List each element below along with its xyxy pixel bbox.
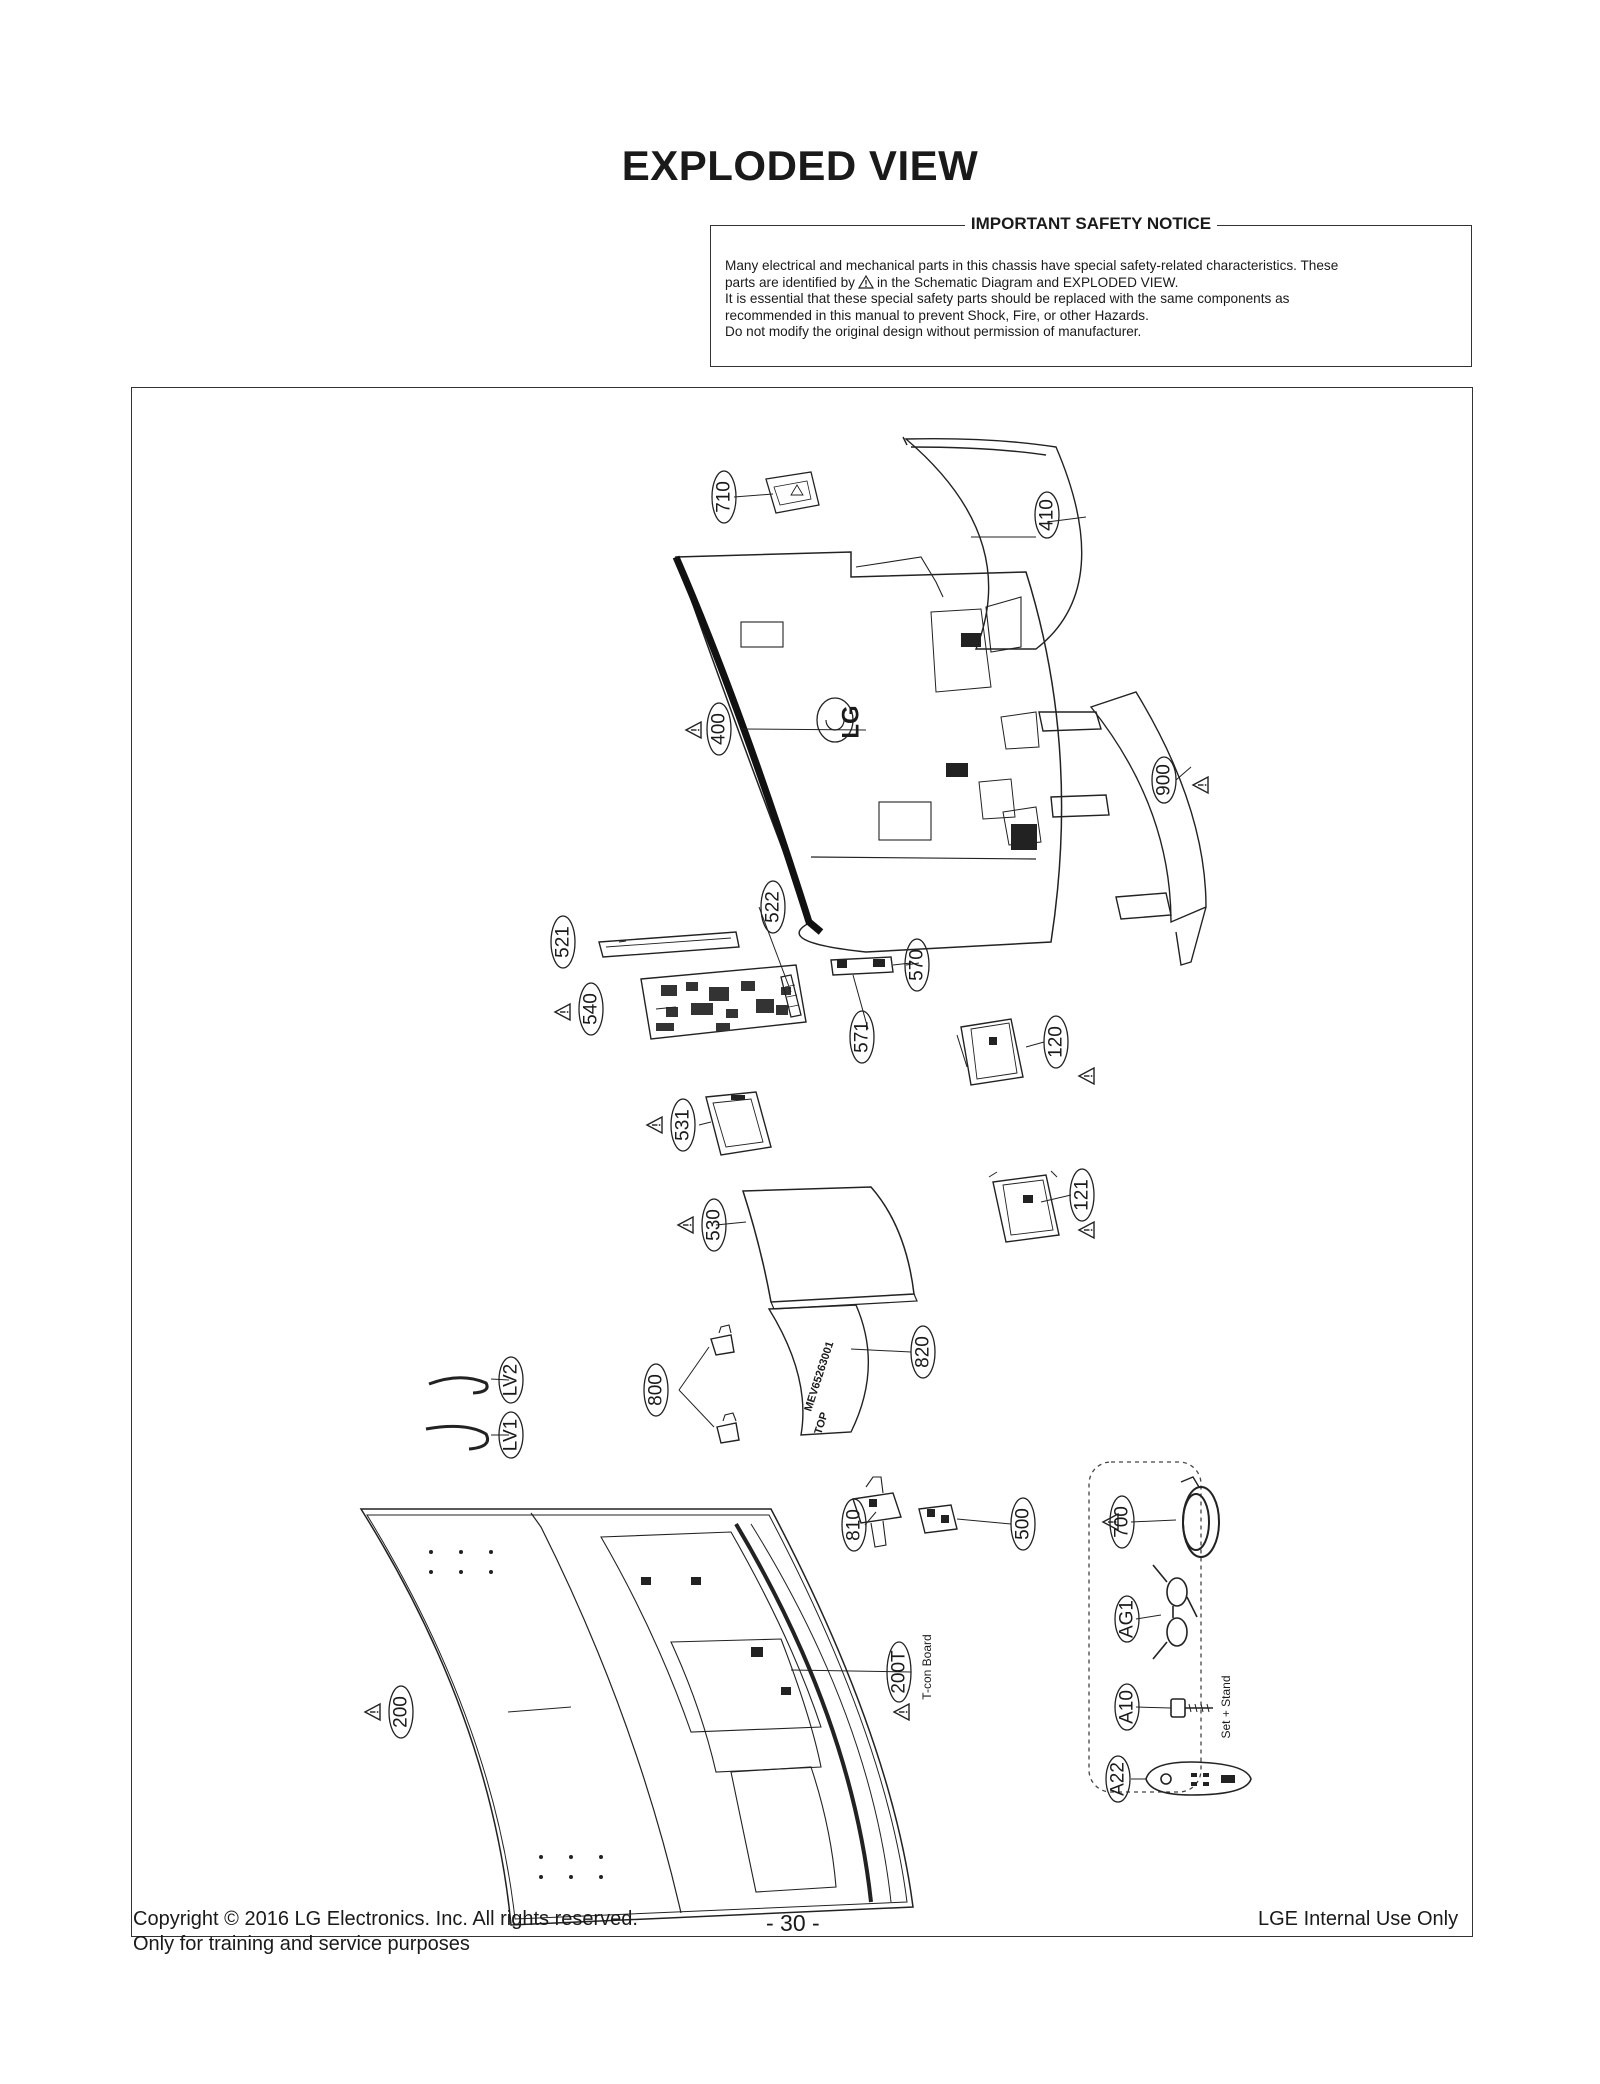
part-810-bracket: [852, 1476, 902, 1548]
page-number: - 30 -: [766, 1910, 820, 1936]
part-900-stand: [1038, 691, 1207, 966]
accessories-group: [1088, 1461, 1202, 1793]
tcon-board-note: T-con Board: [920, 1634, 934, 1699]
part-400-back-cover: [672, 551, 1063, 953]
part-label-571: 571: [852, 1021, 873, 1053]
part-120-speaker: [956, 1018, 1024, 1086]
part-820-label: [767, 1304, 869, 1436]
part-label-lv2: LV2: [501, 1364, 522, 1396]
part-500-connector: [918, 1504, 958, 1534]
footer-copyright: Copyright © 2016 LG Electronics. Inc. Al…: [133, 1908, 638, 1930]
part-label-a22: A22: [1108, 1762, 1129, 1796]
part-700-cable: [1180, 1476, 1220, 1558]
label-code: MEV65263001: [802, 1340, 836, 1413]
diagram-frame: [131, 387, 1473, 1937]
part-label-710: 710: [714, 481, 735, 513]
part-521-bar: [598, 931, 740, 958]
set-stand-note: Set + Stand: [1219, 1675, 1233, 1738]
exploded-view-diagram: MEV65263001 TOP: [359, 436, 1252, 1926]
part-label-521: 521: [553, 926, 574, 958]
part-121-speaker: [988, 1170, 1060, 1243]
footer-training: Only for training and service purposes: [133, 1933, 470, 1955]
notice-line-1: Many electrical and mechanical parts in …: [725, 258, 1339, 273]
part-label-a10: A10: [1117, 1690, 1138, 1724]
part-530-power-board: [741, 1186, 918, 1310]
part-410-top-cover: [902, 436, 1083, 650]
warning-triangle-icon: [857, 274, 874, 289]
lg-logo-text: LG: [838, 705, 865, 738]
part-label-570: 570: [907, 949, 928, 981]
part-label-121: 121: [1072, 1179, 1093, 1211]
part-a22-remote: [1145, 1761, 1252, 1796]
part-label-500: 500: [1013, 1508, 1034, 1540]
notice-line-5: Do not modify the original design withou…: [725, 324, 1142, 339]
part-522-strip: [780, 974, 802, 1018]
part-200-panel: [359, 1508, 914, 1926]
notice-line-4: recommended in this manual to prevent Sh…: [725, 307, 1149, 323]
safety-notice-text: Many electrical and mechanical parts in …: [725, 258, 1455, 341]
part-label-700: 700: [1112, 1506, 1133, 1538]
part-lv-cables: [425, 1376, 490, 1451]
part-a10-screw: [1170, 1698, 1213, 1718]
part-label-200t: 200T: [889, 1650, 910, 1694]
part-label-lv1: LV1: [501, 1419, 522, 1451]
part-710-bracket: [765, 471, 820, 514]
page-title: EXPLODED VIEW: [621, 142, 979, 189]
part-label-120: 120: [1046, 1026, 1067, 1058]
part-label-810: 810: [844, 1509, 865, 1541]
part-label-200: 200: [391, 1696, 412, 1728]
part-label-800: 800: [646, 1374, 667, 1406]
part-label-531: 531: [673, 1109, 694, 1141]
part-label-410: 410: [1037, 499, 1058, 531]
part-label-522: 522: [763, 891, 784, 923]
part-label-ag1: AG1: [1117, 1600, 1138, 1638]
leader-lines: [490, 493, 1192, 1780]
footer-internal: LGE Internal Use Only: [1258, 1908, 1459, 1930]
part-label-900: 900: [1154, 764, 1175, 796]
part-ag1-glasses: [1152, 1564, 1198, 1660]
top-mark: TOP: [812, 1411, 830, 1436]
part-540-main-board: [640, 964, 807, 1040]
safety-notice-heading: IMPORTANT SAFETY NOTICE: [711, 214, 1471, 234]
notice-line-3: It is essential that these special safet…: [725, 291, 1290, 306]
part-label-400: 400: [709, 713, 730, 745]
part-label-820: 820: [913, 1336, 934, 1368]
part-label-540: 540: [581, 993, 602, 1025]
safety-notice-box: IMPORTANT SAFETY NOTICE Many electrical …: [710, 214, 1472, 367]
part-570-571-board: [830, 956, 912, 976]
part-531-shield: [705, 1091, 772, 1156]
part-label-530: 530: [704, 1209, 725, 1241]
part-800-brackets: [678, 1324, 740, 1444]
